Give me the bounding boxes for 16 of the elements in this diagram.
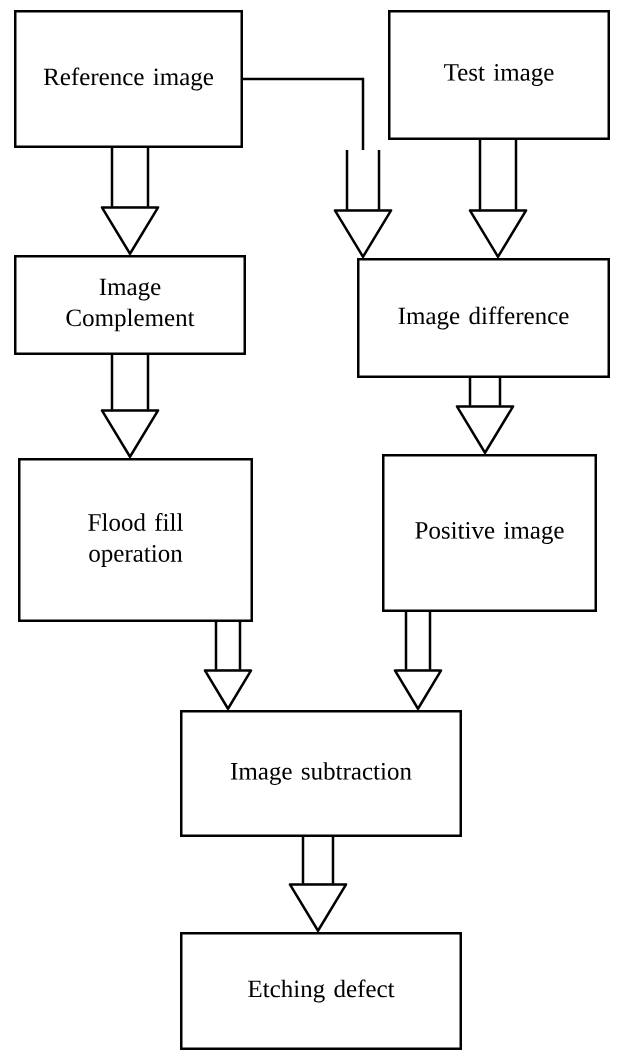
block-arrow <box>288 837 348 932</box>
process-box: Test image <box>388 10 610 140</box>
process-box: Reference image <box>14 10 243 148</box>
process-box: Flood fill operation <box>18 458 253 622</box>
block-arrow <box>455 378 515 454</box>
block-arrow <box>468 140 528 258</box>
process-box: Etching defect <box>180 932 462 1050</box>
block-arrow <box>203 622 253 710</box>
process-box: Positive image <box>382 454 597 612</box>
process-box: Image Complement <box>14 255 246 355</box>
process-box: Image difference <box>357 258 610 378</box>
block-arrow <box>393 612 443 710</box>
block-arrow <box>100 148 160 255</box>
block-arrow <box>100 355 160 458</box>
block-arrow <box>243 77 393 258</box>
process-box: Image subtraction <box>180 710 462 837</box>
